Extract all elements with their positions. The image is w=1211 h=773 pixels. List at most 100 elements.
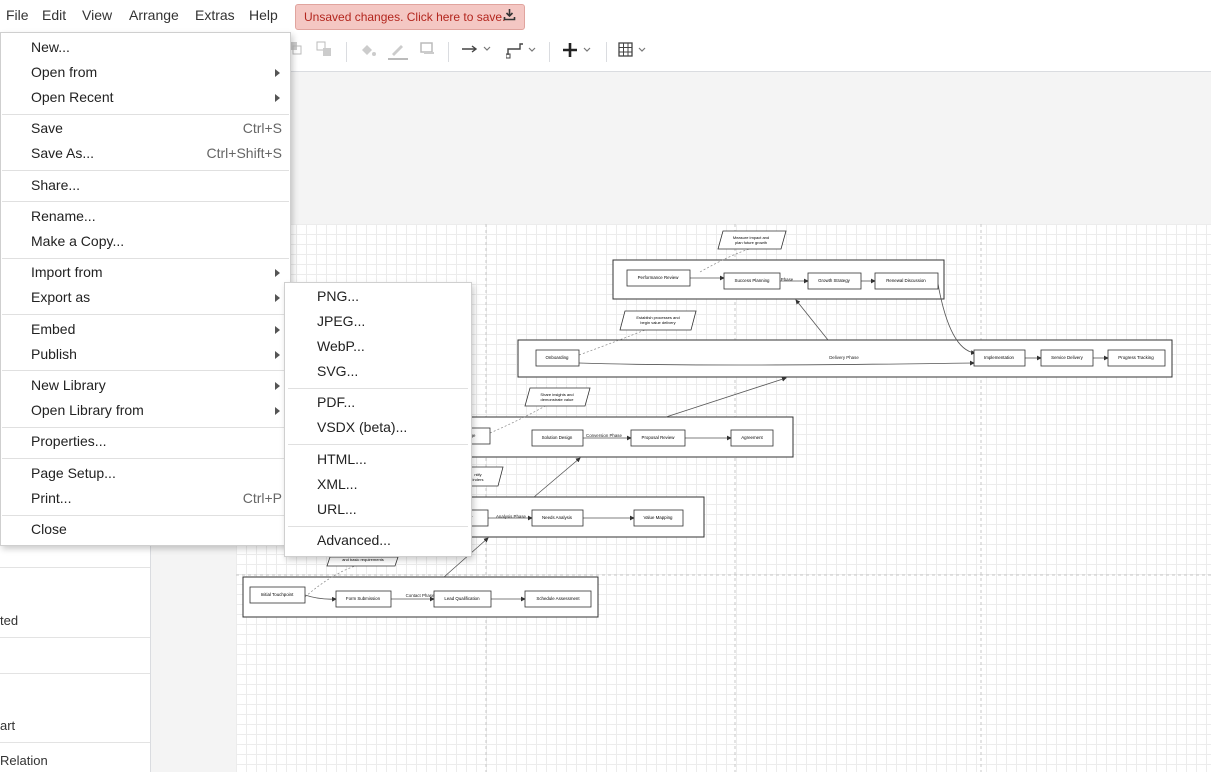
process-box[interactable]: Performance Review — [626, 269, 691, 287]
submenu-arrow-icon — [275, 326, 280, 334]
unsaved-changes-button[interactable]: Unsaved changes. Click here to save. — [295, 4, 525, 30]
process-box[interactable]: Growth Strategy — [807, 272, 862, 290]
shadow-icon[interactable] — [420, 41, 436, 62]
menu-item-new-library[interactable]: New Library — [1, 374, 290, 399]
process-box[interactable]: Proposal Review — [630, 429, 686, 447]
menu-file[interactable]: File — [6, 7, 29, 23]
svg-text:plan future growth: plan future growth — [735, 240, 767, 245]
svg-text:Measure impact and: Measure impact and — [733, 235, 769, 240]
process-box[interactable]: Implementation — [973, 349, 1026, 367]
note-shape[interactable]: Share insights and demonstrate value — [524, 387, 591, 407]
menu-item-save-as[interactable]: Save As...Ctrl+Shift+S — [31, 145, 282, 161]
process-box[interactable]: Value Mapping — [633, 509, 684, 527]
canvas-area[interactable] — [151, 72, 1211, 772]
process-box[interactable]: Solution Design — [531, 429, 584, 447]
menu-item-page-setup[interactable]: Page Setup... — [31, 465, 116, 481]
submenu-arrow-icon — [275, 294, 280, 302]
menu-item-rename[interactable]: Rename... — [31, 208, 96, 224]
menu-item-export-as[interactable]: Export as — [1, 286, 290, 311]
process-box[interactable]: Agreement — [730, 429, 774, 447]
export-webp[interactable]: WebP... — [317, 338, 365, 354]
edge-label: Delivery Phase — [829, 355, 859, 360]
table-icon[interactable] — [618, 41, 652, 64]
menu-separator — [2, 427, 289, 428]
export-as-submenu: PNG... JPEG... WebP... SVG... PDF... VSD… — [284, 282, 472, 557]
menu-item-embed[interactable]: Embed — [1, 318, 290, 343]
sidebar-section-label: Relation — [0, 753, 48, 768]
to-back-icon[interactable] — [316, 41, 332, 62]
process-box[interactable]: Success Planning — [723, 272, 781, 290]
note-shape[interactable]: Measure impact and plan future growth — [717, 230, 787, 250]
menu-separator — [2, 314, 289, 315]
sidebar-section-label: art — [0, 718, 16, 733]
menu-item-open-recent[interactable]: Open Recent — [1, 86, 290, 111]
process-box[interactable]: Lead Qualification — [433, 590, 492, 608]
menu-separator — [2, 258, 289, 259]
export-jpeg[interactable]: JPEG... — [317, 313, 366, 329]
waypoints-icon[interactable] — [505, 41, 538, 64]
process-box[interactable]: Needs Analysis — [531, 509, 584, 527]
process-box[interactable]: Onboarding — [535, 349, 580, 367]
svg-text:Establish processes and: Establish processes and — [636, 315, 679, 320]
export-html[interactable]: HTML... — [317, 451, 367, 467]
menu-separator — [2, 458, 289, 459]
svg-text:Needs Analysis: Needs Analysis — [542, 515, 573, 520]
menu-item-open-from[interactable]: Open from — [1, 61, 290, 86]
note-shape[interactable]: Establish processes and begin value deli… — [619, 310, 697, 331]
menu-view[interactable]: View — [82, 7, 113, 23]
menu-item-share[interactable]: Share... — [31, 177, 81, 193]
sidebar-section[interactable]: ted — [0, 567, 150, 638]
export-url[interactable]: URL... — [317, 501, 357, 517]
to-front-icon[interactable] — [288, 41, 302, 60]
menu-separator — [2, 201, 289, 202]
process-box[interactable]: Form Submission — [335, 590, 392, 608]
svg-text:Schedule Assessment: Schedule Assessment — [536, 596, 580, 601]
svg-text:Renewal Discussion: Renewal Discussion — [886, 278, 926, 283]
menu-arrange[interactable]: Arrange — [129, 7, 179, 23]
menu-separator — [2, 170, 289, 171]
export-svg[interactable]: SVG... — [317, 363, 359, 379]
sidebar-section[interactable]: Relation — [0, 742, 150, 773]
note-shape[interactable]: and basic requirements — [326, 556, 399, 567]
menu-separator — [288, 388, 468, 389]
menu-extras[interactable]: Extras — [195, 7, 235, 23]
export-advanced[interactable]: Advanced... — [317, 532, 391, 548]
submenu-arrow-icon — [275, 407, 280, 415]
svg-text:r: r — [471, 515, 473, 520]
export-pdf[interactable]: PDF... — [317, 394, 356, 410]
menu-separator — [2, 114, 289, 115]
menu-item-properties[interactable]: Properties... — [31, 433, 107, 449]
menu-help[interactable]: Help — [249, 7, 278, 23]
export-xml[interactable]: XML... — [317, 476, 358, 492]
menu-item-new[interactable]: New... — [31, 39, 70, 55]
menu-item-close[interactable]: Close — [31, 521, 67, 537]
line-color-icon[interactable] — [388, 41, 408, 66]
svg-text:Service Delivery: Service Delivery — [1051, 355, 1084, 360]
process-box[interactable]: Renewal Discussion — [874, 272, 939, 290]
edge-label: Contact Phase — [406, 593, 435, 598]
export-png[interactable]: PNG... — [317, 288, 360, 304]
menu-edit[interactable]: Edit — [42, 7, 67, 23]
fill-color-icon[interactable] — [359, 41, 377, 64]
menu-item-print[interactable]: Print...Ctrl+P — [31, 490, 282, 506]
menu-item-make-a-copy[interactable]: Make a Copy... — [31, 233, 125, 249]
sidebar-section[interactable]: art — [0, 673, 150, 733]
menu-item-publish[interactable]: Publish — [1, 343, 290, 368]
svg-text:ntify: ntify — [474, 472, 481, 477]
edge-label: Analysis Phase — [496, 514, 527, 519]
process-box[interactable]: Progress Tracking — [1107, 349, 1166, 367]
sidebar-section[interactable] — [0, 637, 150, 674]
svg-text:Proposal Review: Proposal Review — [642, 435, 676, 440]
menu-separator — [288, 444, 468, 445]
process-box[interactable]: Schedule Assessment — [524, 590, 592, 608]
export-vsdx[interactable]: VSDX (beta)... — [317, 419, 408, 435]
submenu-arrow-icon — [275, 382, 280, 390]
menu-item-open-library-from[interactable]: Open Library from — [1, 399, 290, 424]
process-box[interactable]: Initial Touchpoint — [249, 586, 306, 604]
process-box[interactable]: Service Delivery — [1040, 349, 1094, 367]
menu-item-import-from[interactable]: Import from — [1, 261, 290, 286]
insert-plus-icon[interactable] — [562, 41, 596, 64]
connection-arrow-icon[interactable] — [461, 41, 493, 62]
